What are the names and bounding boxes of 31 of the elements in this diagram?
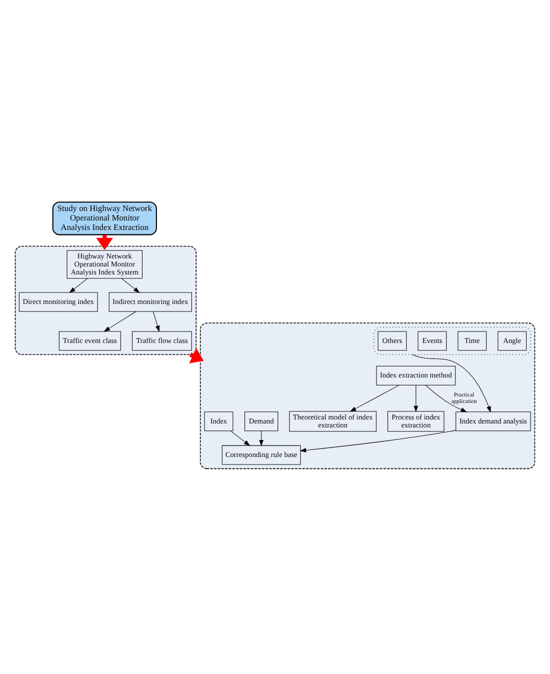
node-box: Index extraction method: [376, 365, 456, 385]
node-box: Demand: [244, 411, 278, 431]
node-box: Indirect monitoring index: [108, 292, 192, 312]
node-box: Angle: [498, 330, 527, 350]
arrow: [414, 384, 418, 412]
node-box: Traffic flow class: [132, 330, 192, 350]
node-box: Process of index extraction: [388, 410, 444, 432]
arrow: [152, 310, 160, 332]
node-box: Highway Network Operational Monitor Analysis Index System: [66, 250, 142, 278]
arrow: [69, 278, 88, 293]
node-box: Direct monitoring index: [18, 292, 98, 312]
node-box: Time: [458, 330, 487, 350]
arrow: [259, 430, 264, 446]
arrow: [350, 384, 400, 412]
arrow: [300, 430, 456, 452]
node-box: Theoretical model of index extraction: [289, 410, 376, 432]
node-box: Index demand analysis: [456, 411, 531, 431]
arrow: [104, 310, 136, 332]
cluster: [200, 322, 536, 469]
node-box: Events: [418, 330, 447, 350]
arrow: [121, 278, 140, 293]
node-box: Corresponding rule base: [222, 444, 301, 464]
node-box: Traffic event class: [58, 330, 121, 350]
cluster: [14, 245, 197, 354]
node-box: Index: [204, 411, 234, 431]
arrow: [230, 430, 250, 446]
cluster: [373, 326, 531, 354]
node-box: Study on Highway Network Operational Monitor Analysis Index Extraction: [52, 201, 157, 235]
arrow: [96, 234, 114, 250]
node-box: Others: [378, 330, 407, 350]
arrow: [425, 384, 468, 412]
